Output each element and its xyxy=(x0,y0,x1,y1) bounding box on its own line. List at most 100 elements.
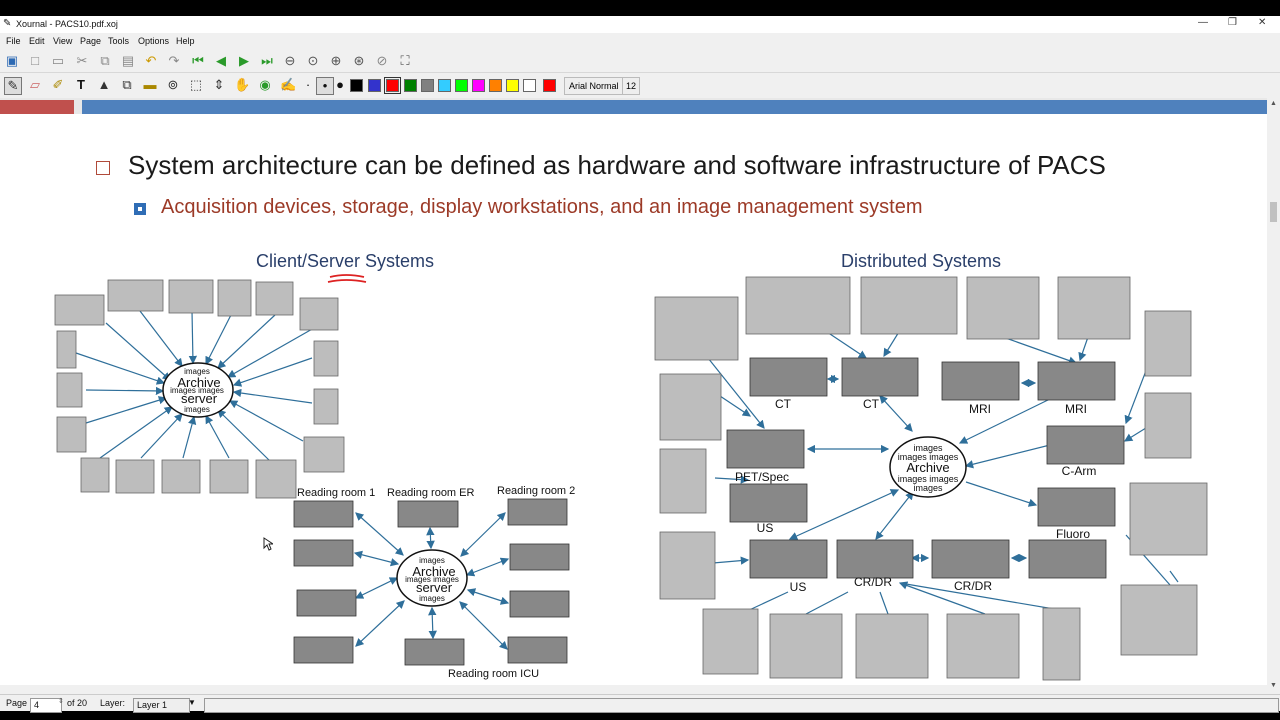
distributed-systems-heading: Distributed Systems xyxy=(841,251,1002,271)
layer-dropdown-icon[interactable]: ▼ xyxy=(188,698,196,707)
page-canvas[interactable]: System architecture can be defined as ha… xyxy=(0,98,1267,685)
next-page-icon[interactable]: ▶ xyxy=(239,53,249,68)
status-bar: Page 4 ⇕ of 20 Layer: Layer 1 ▼ xyxy=(0,694,1280,713)
mouse-cursor-icon xyxy=(263,537,273,551)
default-tool-icon[interactable]: ◉ xyxy=(259,77,271,92)
scroll-thumb[interactable] xyxy=(1270,202,1277,222)
svg-text:images: images xyxy=(184,367,210,376)
font-size-button[interactable]: 12 xyxy=(622,77,640,95)
text-tool-icon[interactable]: T xyxy=(77,77,85,92)
close-icon[interactable]: ✕ xyxy=(1258,17,1267,28)
last-page-icon[interactable]: ⏭ xyxy=(261,53,273,68)
color-yellow-swatch[interactable] xyxy=(506,79,519,92)
menu-file[interactable]: File xyxy=(6,36,21,46)
menu-page[interactable]: Page xyxy=(80,36,102,46)
eraser-icon[interactable]: ▱ xyxy=(30,77,40,92)
zoom-out-icon[interactable]: ⊖ xyxy=(284,53,296,68)
menu-tools[interactable]: Tools xyxy=(108,36,130,46)
undo-icon[interactable]: ↶ xyxy=(145,53,157,68)
restore-icon[interactable]: ❐ xyxy=(1228,17,1237,28)
hand-tool-icon[interactable]: ✋ xyxy=(234,77,251,92)
thin-stroke-icon[interactable]: · xyxy=(305,77,311,92)
zoom-in-icon[interactable]: ⊕ xyxy=(330,53,342,68)
workstation-thumbnails-left xyxy=(293,498,570,666)
svg-text:images: images xyxy=(913,483,943,493)
redo-icon[interactable]: ↷ xyxy=(168,53,180,68)
color-blue-swatch[interactable] xyxy=(368,79,381,92)
font-name-button[interactable]: Arial Normal xyxy=(564,77,624,95)
page-count: of 20 xyxy=(67,698,88,708)
bullet-square-icon xyxy=(96,161,110,175)
menu-edit[interactable]: Edit xyxy=(29,36,45,46)
svg-text:CR/DR: CR/DR xyxy=(954,579,992,593)
layer-select[interactable]: Layer 1 xyxy=(133,698,190,713)
color-green-swatch[interactable] xyxy=(404,79,417,92)
custom-color-swatch[interactable] xyxy=(543,79,556,92)
color-magenta-swatch[interactable] xyxy=(472,79,485,92)
color-red-swatch[interactable] xyxy=(384,77,401,94)
color-gray-swatch[interactable] xyxy=(421,79,434,92)
save-icon[interactable]: ▣ xyxy=(5,53,19,68)
svg-text:Reading room ER: Reading room ER xyxy=(387,487,474,499)
zoom-100-icon[interactable]: ⊙ xyxy=(307,53,319,68)
archive-server-label-top: images Archive images images server imag… xyxy=(170,367,224,414)
menu-options[interactable]: Options xyxy=(138,36,170,46)
svg-text:Reading room 1: Reading room 1 xyxy=(297,487,375,499)
shape-recognizer-icon[interactable]: ⧉ xyxy=(122,77,132,92)
menu-help[interactable]: Help xyxy=(176,36,195,46)
svg-text:PET/Spec: PET/Spec xyxy=(735,470,789,484)
scroll-up-icon[interactable]: ▲ xyxy=(1270,100,1277,107)
xournal-app-icon: ✎ xyxy=(3,18,12,29)
minimize-icon[interactable]: — xyxy=(1198,17,1208,28)
svg-text:images images: images images xyxy=(898,452,959,462)
open-icon[interactable]: ▭ xyxy=(51,53,65,68)
zoom-width-icon[interactable]: ⊛ xyxy=(353,53,365,68)
default-pen-icon[interactable]: ✍ xyxy=(280,77,297,92)
svg-text:Archive: Archive xyxy=(906,460,949,475)
svg-text:US: US xyxy=(757,521,774,535)
svg-text:Fluoro: Fluoro xyxy=(1056,527,1090,541)
page-number-input[interactable]: 4 xyxy=(30,698,62,713)
highlighter-icon[interactable]: ✐ xyxy=(52,77,64,92)
paste-icon[interactable]: ▤ xyxy=(121,53,135,68)
svg-text:CR/DR: CR/DR xyxy=(854,575,892,589)
svg-text:images: images xyxy=(419,594,445,603)
copy-icon[interactable]: ⧉ xyxy=(100,53,110,68)
select-rectangle-icon[interactable]: ⬚ xyxy=(189,77,203,92)
vertical-space-icon[interactable]: ⇕ xyxy=(213,77,225,92)
medium-stroke-icon[interactable]: • xyxy=(316,77,334,95)
color-white-swatch[interactable] xyxy=(523,79,536,92)
svg-text:images: images xyxy=(184,405,210,414)
svg-text:server: server xyxy=(416,580,453,595)
fullscreen-icon[interactable]: ⛶ xyxy=(400,53,410,68)
svg-text:images images: images images xyxy=(898,474,959,484)
pen-icon[interactable]: ✎ xyxy=(4,77,22,95)
color-light-green-swatch[interactable] xyxy=(455,79,468,92)
color-orange-swatch[interactable] xyxy=(489,79,502,92)
layer-label: Layer: xyxy=(100,698,126,708)
vertical-scrollbar[interactable]: ▲ ▼ xyxy=(1267,98,1280,694)
color-light-blue-swatch[interactable] xyxy=(438,79,451,92)
title-bar: ✎ Xournal - PACS10.pdf.xoj — ❐ ✕ xyxy=(0,16,1280,33)
page-spinner-icon[interactable]: ⇕ xyxy=(58,698,64,705)
new-icon[interactable]: □ xyxy=(31,53,39,68)
sub-bullet-icon xyxy=(134,203,146,215)
image-tool-icon[interactable]: ▲ xyxy=(97,77,111,92)
slide-bullet-2: Acquisition devices, storage, display wo… xyxy=(161,196,923,218)
select-region-icon[interactable]: ⊚ xyxy=(167,77,179,92)
client-server-bottom-diagram xyxy=(353,512,510,650)
svg-text:images images: images images xyxy=(405,575,459,584)
color-black-swatch[interactable] xyxy=(350,79,363,92)
thick-stroke-icon[interactable]: ● xyxy=(336,77,344,92)
client-server-top-diagram xyxy=(75,310,315,464)
ruler-icon[interactable]: ▬ xyxy=(143,77,157,92)
previous-page-icon[interactable]: ◀ xyxy=(216,53,226,68)
modality-thumbnails-left xyxy=(54,279,345,499)
architecture-diagrams: images Archive images images server imag… xyxy=(54,276,1208,681)
cut-icon[interactable]: ✂ xyxy=(76,53,88,68)
svg-text:Archive: Archive xyxy=(412,564,455,579)
scroll-down-icon[interactable]: ▼ xyxy=(1270,682,1277,689)
first-page-icon[interactable]: ⏮ xyxy=(192,53,204,68)
zoom-height-icon[interactable]: ⊘ xyxy=(376,53,388,68)
menu-view[interactable]: View xyxy=(53,36,73,46)
